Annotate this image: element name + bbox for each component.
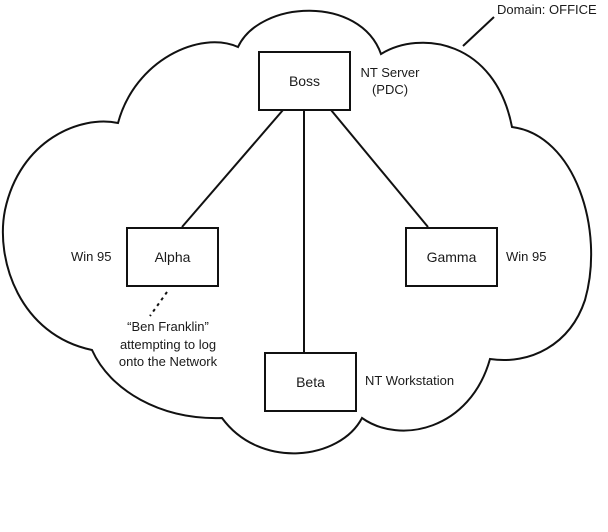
- node-beta[interactable]: Beta: [264, 352, 357, 412]
- domain-cloud: [1, 9, 593, 455]
- node-alpha-role: Win 95: [71, 249, 112, 264]
- link-boss-gamma: [330, 109, 429, 228]
- annotation-line-1: “Ben Franklin”: [127, 319, 209, 334]
- login-annotation: “Ben Franklin” attempting to log onto th…: [106, 318, 230, 371]
- node-alpha[interactable]: Alpha: [126, 227, 219, 287]
- domain-label: Domain: OFFICE: [497, 2, 597, 17]
- node-boss-role-line-1: NT Server: [360, 65, 420, 80]
- node-beta-label: Beta: [296, 374, 325, 390]
- node-alpha-label: Alpha: [154, 249, 191, 265]
- domain-leader-line: [462, 16, 495, 47]
- annotation-line-2: attempting to log: [119, 336, 217, 352]
- node-boss-role-line-2: (PDC): [371, 82, 409, 97]
- node-gamma[interactable]: Gamma: [405, 227, 498, 287]
- node-boss-label: Boss: [288, 73, 321, 89]
- node-boss-role: NT Server (PDC): [358, 64, 422, 98]
- link-boss-alpha: [181, 109, 284, 228]
- annotation-line-3: onto the Network: [118, 354, 218, 369]
- node-gamma-role: Win 95: [506, 249, 547, 264]
- node-gamma-label: Gamma: [426, 249, 477, 265]
- node-beta-role: NT Workstation: [365, 373, 455, 388]
- link-alpha-annotation: [149, 291, 168, 317]
- node-boss[interactable]: Boss: [258, 51, 351, 111]
